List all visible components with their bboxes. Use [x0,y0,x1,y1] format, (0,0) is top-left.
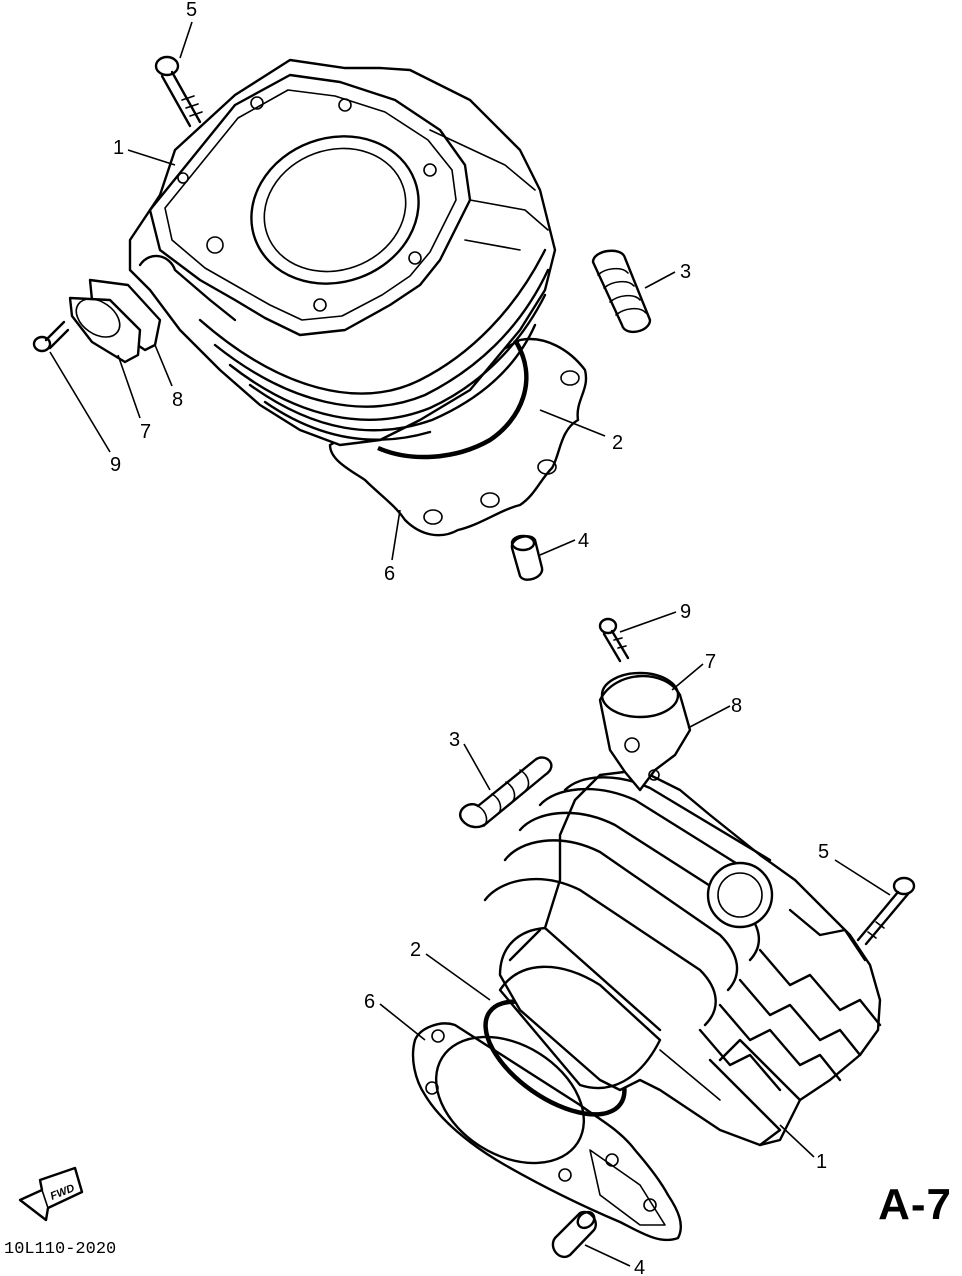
upper-callout-2: 2 [612,432,623,454]
lower-base-gasket [411,1022,682,1242]
lower-callout-3: 3 [449,729,460,751]
upper-callout-1: 1 [113,137,124,159]
upper-plug-assembly [32,278,162,364]
lower-callout-5: 5 [818,841,829,863]
lower-callout-2: 2 [410,939,421,961]
part-code: 10L110-2020 [4,1240,117,1259]
upper-callout-6: 6 [384,563,395,585]
lower-callout-7: 7 [705,651,716,673]
upper-bolt [154,55,203,128]
lower-callout-4: 4 [634,1257,645,1276]
lower-view: FWD 9 7 8 3 5 2 6 1 4 [18,601,916,1276]
lower-callout-8: 8 [731,695,742,717]
upper-cylinder-body [128,58,557,447]
lower-cylinder-body [483,768,882,1147]
lower-callout-6: 6 [364,991,375,1013]
upper-callout-3: 3 [680,261,691,283]
lower-dowel-pin [459,756,553,829]
upper-callout-4: 4 [578,530,589,552]
upper-o-ring [377,338,529,460]
lower-callout-9: 9 [680,601,691,623]
upper-dowel-pin [591,249,652,334]
upper-callout-8: 8 [172,389,183,411]
lower-bolt [856,876,916,946]
upper-callout-7: 7 [140,421,151,443]
lower-dowel [551,1210,597,1258]
upper-dowel [510,534,544,581]
lower-callout-1: 1 [816,1151,827,1173]
upper-view: 5 1 3 2 8 7 9 6 4 [32,0,691,585]
lower-plug-assembly [598,617,692,792]
upper-callout-9: 9 [110,454,121,476]
page-id: A-7 [878,1180,952,1229]
fwd-arrow-icon: FWD [18,1166,84,1222]
upper-callout-5: 5 [186,0,197,21]
upper-base-gasket [328,337,588,537]
